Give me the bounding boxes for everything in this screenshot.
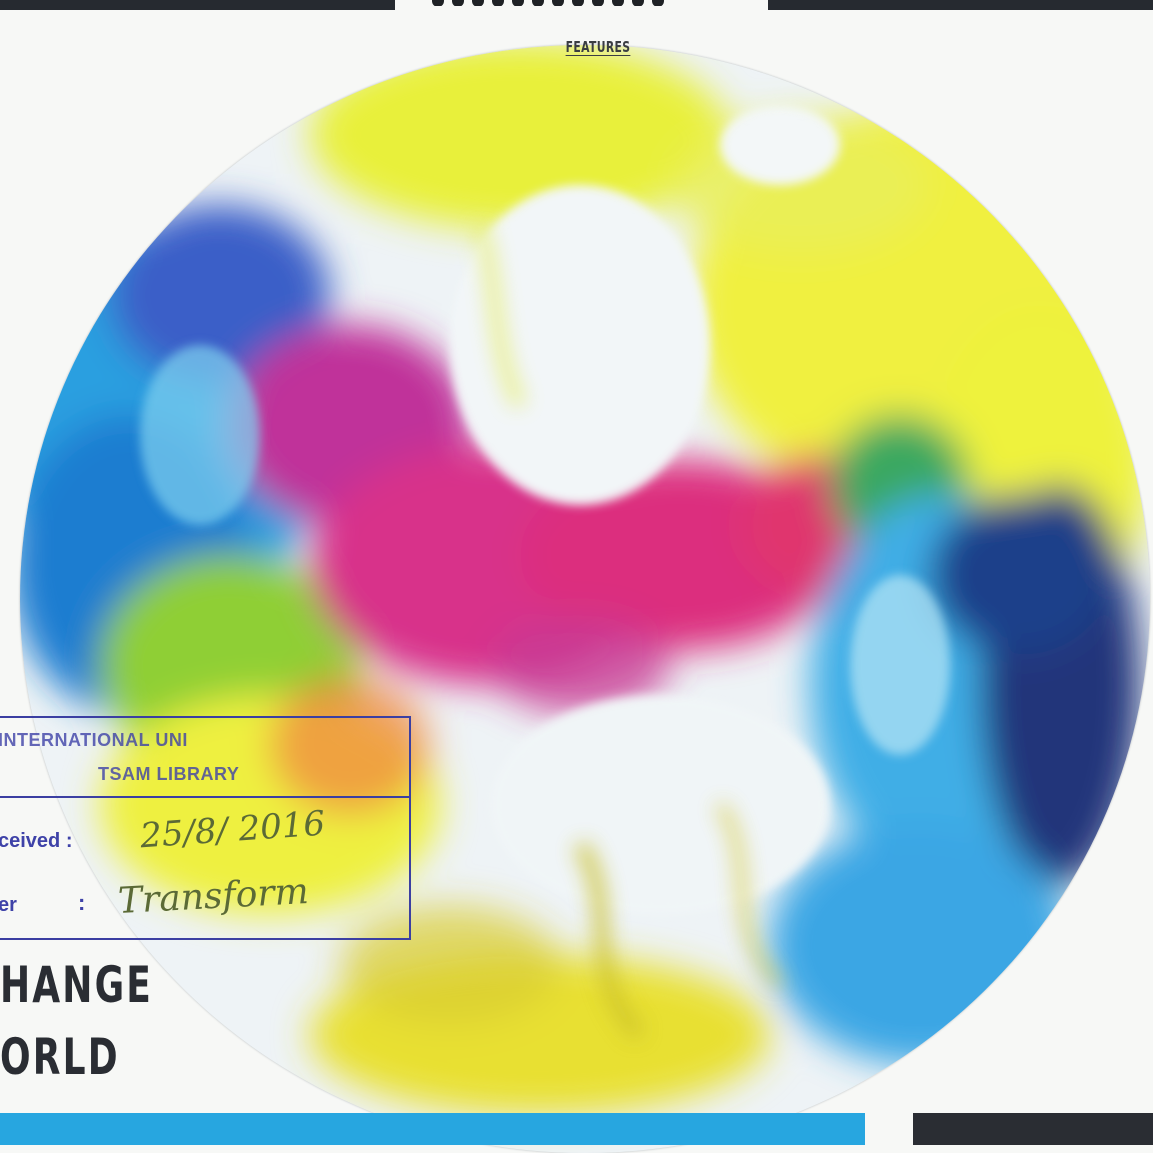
bottom-rule-dark — [913, 1113, 1153, 1145]
section-label[interactable]: FEATURES — [565, 38, 631, 56]
ink-dish-image — [20, 45, 1150, 1153]
ink-clouds — [20, 45, 1150, 1153]
stamp-other-value: Transform — [117, 871, 310, 922]
stamp-library-name: TSAM LIBRARY — [98, 764, 240, 784]
headline-line-2: ORLD — [0, 1028, 120, 1086]
headline-line-1: HANGE — [0, 956, 154, 1014]
stamp-other-label: er — [0, 894, 17, 916]
library-stamp: INTERNATIONAL UNI TSAM LIBRARY ceived : … — [0, 716, 411, 940]
stamp-received-label: ceived : — [0, 830, 73, 852]
stamp-institution: INTERNATIONAL UNI — [0, 730, 188, 750]
stamp-divider — [0, 796, 409, 798]
top-rule-right — [768, 0, 1153, 10]
top-rule-left — [0, 0, 395, 10]
cropped-title-glyphs — [432, 0, 722, 6]
stamp-received-date: 25/8/ 2016 — [138, 803, 327, 857]
bottom-rule-blue — [0, 1113, 865, 1145]
stamp-colon: : — [78, 890, 86, 915]
